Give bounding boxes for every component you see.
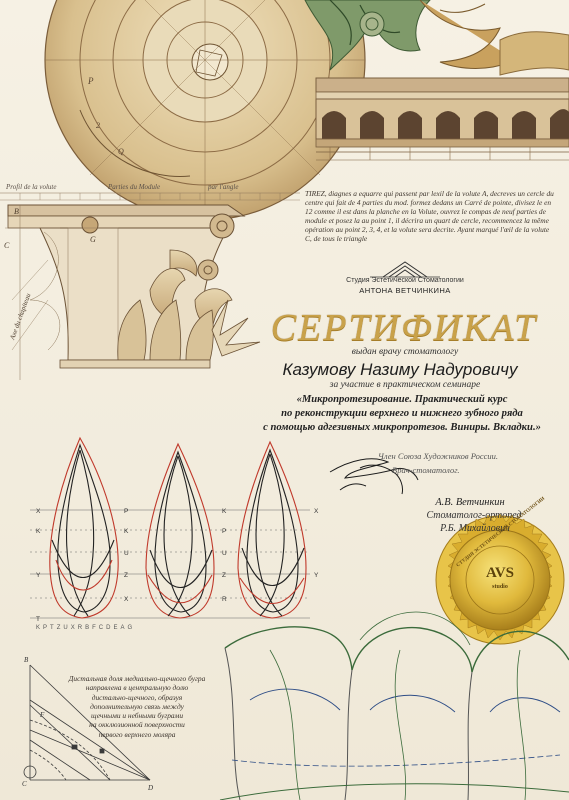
svg-text:Q: Q [118, 147, 124, 156]
studio-name-line1: Студия Эстетической Стоматологии [346, 277, 464, 284]
course-line-2: по реконструкции верхнего и нижнего зубн… [281, 408, 523, 419]
cornice-dentils [315, 77, 569, 161]
gold-seal [435, 513, 565, 645]
molar-caption-line: дополнительную связь между [90, 701, 184, 711]
volute-spiral: P 2 Q [44, 0, 366, 221]
seal-logo: AVS [485, 565, 515, 581]
signatory-name-1: А.В. Ветчинкин [435, 497, 505, 508]
issued-to-text: выдан врачу стоматологу [351, 347, 459, 357]
svg-text:Z: Z [124, 572, 128, 579]
signatory-name-2: Р.Б. Михайлович [440, 523, 510, 534]
svg-text:U: U [124, 550, 129, 557]
engraving-caption-mid: Parties du Module [108, 183, 161, 191]
svg-text:B: B [24, 656, 29, 664]
molar-caption-line: направлена в центральную долю [85, 683, 189, 693]
certificate-title: СЕРТИФИКАТ [270, 307, 538, 349]
svg-text:G: G [90, 235, 96, 244]
molar-caption-line: первого верхнего моляра [98, 729, 176, 739]
svg-text:Y: Y [36, 572, 41, 579]
svg-text:X: X [314, 508, 319, 515]
diagram-letter: X [70, 625, 78, 631]
svg-text:T: T [36, 616, 40, 623]
svg-text:B: B [14, 207, 19, 216]
svg-text:C: C [22, 780, 27, 788]
union-member-text: Член Союза Художников России. [378, 451, 499, 461]
course-line-1: «Микропротезирование. Практический курс [296, 394, 508, 405]
diagram-letters: KPTZUXRBFCDEAG [36, 625, 316, 631]
molar-caption-line: щечными и небными буграми [90, 711, 184, 721]
molar-geometry: B F C D [22, 656, 153, 792]
molar-caption-line: Дистальная доля медиально-щечного бугра [68, 674, 206, 683]
course-line-3: с помощью адгезивных микропротезов. Вини… [263, 422, 541, 433]
recipient-name: Казумову Назиму Надуровичу [282, 360, 518, 379]
svg-text:Z: Z [222, 572, 226, 579]
engraving-caption-right: par l'angle [208, 183, 239, 191]
svg-text:P: P [124, 508, 128, 515]
diagram-letter: U [63, 625, 71, 631]
svg-text:K: K [124, 528, 129, 535]
svg-text:K: K [36, 528, 41, 535]
diagram-letter: A [120, 625, 128, 631]
engraving-tirez-text: TIREZ, diagnes a equarre qui passent par… [305, 189, 554, 243]
molar-caption-line: дистально-щечного, образуя [91, 692, 183, 702]
diagram-letter: D [106, 625, 114, 631]
engraving-caption-left: Profil de la volute [6, 183, 57, 191]
svg-text:D: D [147, 784, 153, 792]
svg-text:2: 2 [96, 121, 100, 130]
diagram-letter: E [113, 625, 121, 631]
svg-text:K: K [222, 508, 227, 515]
svg-text:P: P [222, 528, 226, 535]
dentist-text: Врач-стоматолог. [392, 465, 460, 475]
svg-text:X: X [124, 596, 129, 603]
studio-logo [370, 261, 440, 278]
acanthus-ornament [304, 0, 569, 76]
molar-caption-line: на окклюзионной поверхности [89, 720, 185, 730]
diagram-letter: F [92, 625, 99, 631]
diagram-letter: C [98, 625, 107, 631]
teeth-outline-drawing [219, 611, 569, 800]
seal-small-text: studio [492, 584, 508, 590]
diagram-letter: P [43, 625, 51, 631]
svg-text:X: X [36, 508, 41, 515]
diagram-letter: K [36, 625, 44, 631]
molar-caption: Дистальная доля медиально-щечного бугра … [62, 674, 212, 739]
course-title: «Микропротезирование. Практический курс … [252, 393, 552, 435]
svg-text:Y: Y [314, 572, 319, 579]
signature-scribble [329, 458, 419, 495]
diagram-letter: R [77, 625, 86, 631]
signatory-role-2: Стоматолог-ортопед [426, 510, 522, 521]
studio-name-line2: АНТОНА ВЕТЧИНКИНА [359, 286, 451, 295]
svg-text:Axe du chapiteau: Axe du chapiteau [8, 292, 33, 342]
svg-text:C: C [4, 241, 10, 250]
svg-text:U: U [222, 550, 227, 557]
corinthian-capital: B C G Axe du chapiteau [0, 192, 300, 380]
diagram-letter: T [50, 625, 57, 631]
tooth-diagrams: X K Y T P K U Z X K P U Z R X Y [30, 436, 319, 623]
diagram-letter: Z [56, 625, 64, 631]
svg-text:P: P [87, 76, 94, 86]
participation-text: за участие в практическом семинаре [329, 380, 481, 390]
diagram-letter: B [85, 625, 93, 631]
svg-text:R: R [222, 596, 227, 603]
diagram-letter: G [127, 625, 136, 631]
svg-text:F: F [39, 711, 45, 719]
